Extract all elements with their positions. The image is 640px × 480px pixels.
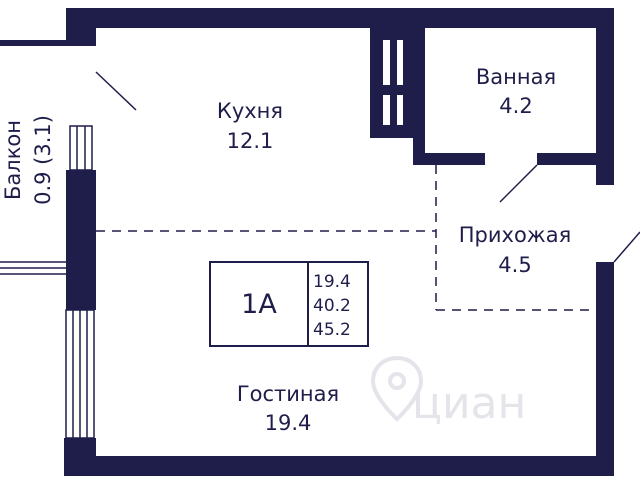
door-swings (95, 71, 640, 263)
apartment-code: 1А (241, 289, 277, 320)
living-area: 19.4 (265, 411, 312, 435)
kitchen-name: Кухня (217, 99, 283, 123)
walls (0, 8, 614, 476)
watermark: циан (370, 355, 526, 429)
window-left-upper (69, 125, 93, 171)
apartment-living-area: 19.4 (313, 272, 351, 292)
zone-dividers (96, 165, 596, 311)
balcony-outline (0, 261, 66, 275)
watermark-text: циан (412, 378, 526, 429)
apartment-info-box: 1А 19.4 40.2 45.2 (209, 261, 369, 347)
location-pin-icon (370, 355, 424, 422)
balcony-name: Балкон (1, 120, 25, 200)
wall-left-mid (66, 170, 96, 310)
wall-top (66, 8, 614, 28)
shaft-cutouts (383, 40, 403, 125)
wall-left-bottom (64, 438, 96, 476)
bathroom-area: 4.2 (499, 94, 532, 118)
wall-bathroom-bottom-a (413, 153, 485, 165)
wall-bottom (64, 456, 614, 476)
apartment-total-with-balcony: 45.2 (313, 320, 351, 340)
shaft-block (370, 28, 413, 138)
kitchen-area: 12.1 (227, 129, 274, 153)
window-left-lower (65, 309, 95, 439)
door-entrance-swing (613, 231, 640, 263)
hallway-name: Прихожая (459, 223, 571, 247)
door-kitchen-swing (95, 71, 137, 111)
living-name: Гостиная (237, 382, 339, 406)
door-bathroom-swing (499, 164, 538, 203)
wall-left-top-strip (0, 40, 96, 46)
wall-left-upper (66, 8, 96, 46)
wall-right-upper (596, 8, 614, 185)
hallway-area: 4.5 (498, 253, 531, 277)
apartment-total-area: 40.2 (313, 296, 351, 316)
balcony-area: 0.9 (3.1) (31, 115, 55, 205)
bathroom-name: Ванная (476, 65, 556, 89)
wall-bathroom-bottom-b (537, 153, 614, 165)
wall-bathroom-left (413, 28, 425, 165)
wall-right-lower (596, 262, 614, 476)
